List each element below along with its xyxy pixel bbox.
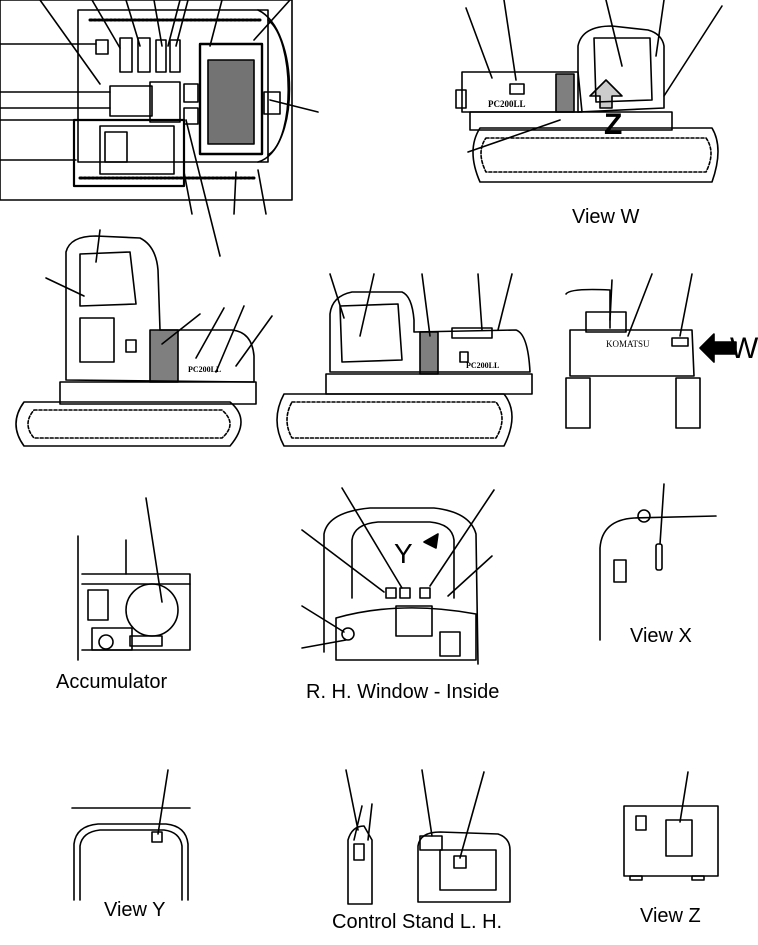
caption-view-z: View Z (640, 905, 701, 927)
decal-model-right: PC200LL (466, 361, 500, 370)
caption-accumulator: Accumulator (56, 671, 168, 693)
view-w-drawing (455, 0, 723, 183)
accumulator-drawing (77, 497, 191, 661)
marker-z: Z (604, 108, 623, 141)
decal-model-left: PC200LL (188, 365, 222, 374)
left-side-drawing (15, 229, 273, 447)
caption-view-x: View X (630, 625, 692, 647)
caption-view-w: View W (572, 206, 640, 228)
decal-model-rear: PC200LL (488, 99, 526, 109)
decal-brand-rear: KOMATSU (606, 339, 650, 349)
rh-window-drawing (301, 487, 495, 665)
caption-control-stand: Control Stand L. H. (332, 911, 503, 933)
view-y-drawing (71, 769, 191, 901)
view-z-drawing (623, 771, 719, 881)
view-x-drawing (599, 483, 717, 641)
marker-y: Y (394, 538, 413, 569)
marker-w: W (730, 332, 758, 365)
right-side-drawing (276, 273, 533, 447)
control-stand-drawing (345, 769, 511, 905)
rear-view-drawing (565, 273, 737, 429)
top-view-drawing (0, 0, 319, 257)
caption-rh-window: R. H. Window - Inside (306, 681, 500, 703)
caption-view-y: View Y (104, 899, 166, 921)
